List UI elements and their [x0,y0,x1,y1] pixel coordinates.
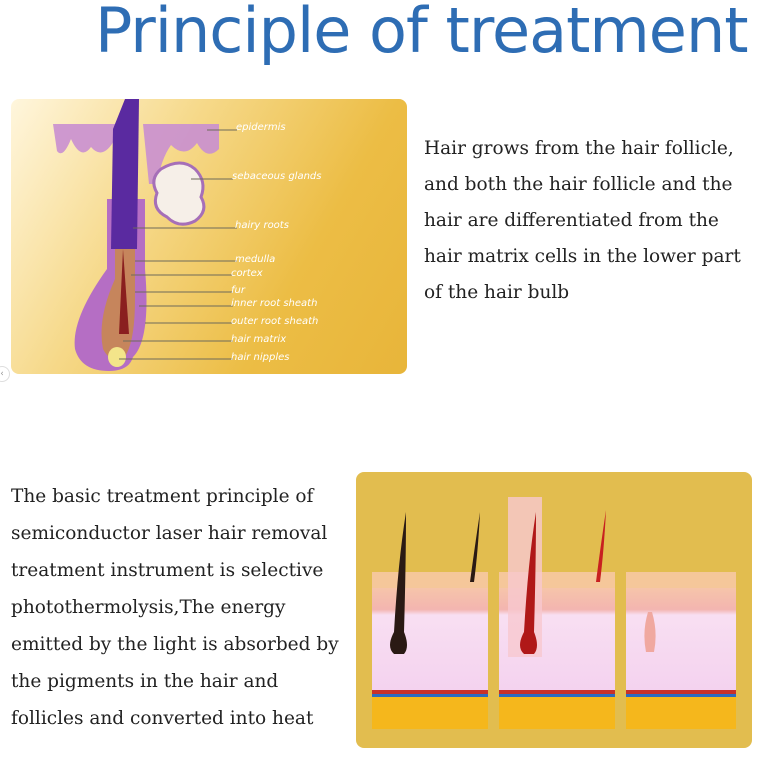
text-line: of the hair bulb [424,282,570,303]
label-hair-nipples: hair nipples [231,352,290,363]
label-hair-matrix: hair matrix [231,334,287,345]
label-inner-root-sheath: inner root sheath [231,298,318,309]
skin-cross-section-illustration [372,497,736,729]
label-epidermis: epidermis [236,122,286,133]
text-line: photothermolysis,The energy [11,597,286,618]
text-line: the pigments in the hair and [11,671,279,692]
text-line: emitted by the light is absorbed by [11,634,339,655]
skin-block-2 [499,497,615,729]
text-line: hair are differentiated from the [424,210,719,231]
page-title: Principle of treatment [95,0,749,67]
hair-follicle-illustration [53,99,237,371]
text-line: treatment instrument is selective [11,560,324,581]
text-line: The basic treatment principle of [11,486,314,507]
text-line: Hair grows from the hair follicle, [424,138,734,159]
treatment-description: The basic treatment principle of semicon… [11,478,339,737]
text-line: semiconductor laser hair removal [11,523,328,544]
label-fur: fur [231,285,245,296]
label-hairy-roots: hairy roots [235,220,289,231]
skin-block-1 [372,512,488,729]
skin-block-3 [626,572,736,729]
hair-follicle-diagram: epidermis sebaceous glands hairy roots m… [11,99,407,374]
laser-treatment-diagram [356,472,752,748]
text-line: and both the hair follicle and the [424,174,733,195]
follicle-description: Hair grows from the hair follicle, and b… [424,131,741,311]
text-line: hair matrix cells in the lower part [424,246,741,267]
chevron-left-icon[interactable]: ‹ [0,366,10,382]
label-sebaceous-glands: sebaceous glands [232,171,322,182]
label-medulla: medulla [235,254,276,265]
label-outer-root-sheath: outer root sheath [231,316,319,327]
text-line: follicles and converted into heat [11,708,314,729]
label-cortex: cortex [231,268,263,279]
